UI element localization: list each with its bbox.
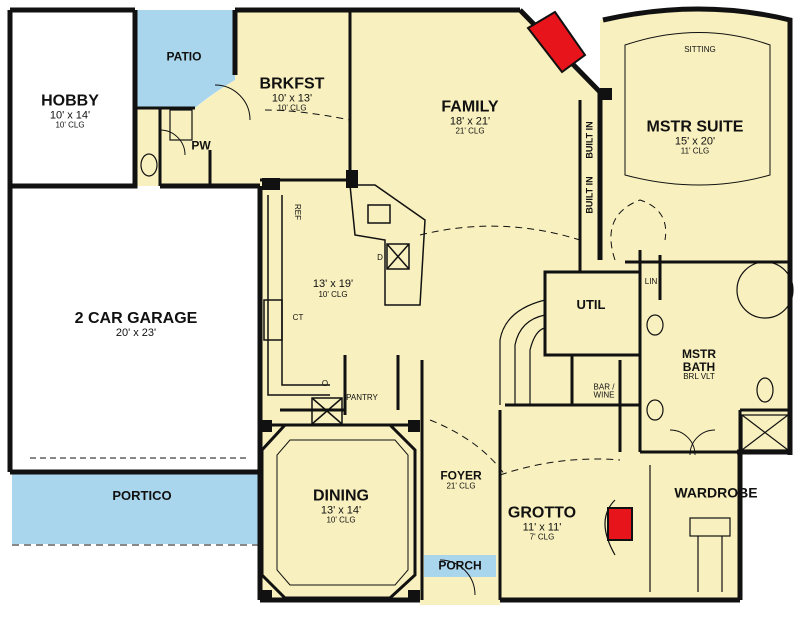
room-fills [10, 10, 790, 605]
grotto-label: GROTTO 11' x 11' 7' CLG [507, 504, 577, 543]
dining-clg: 10' CLG [326, 515, 356, 525]
family-name: FAMILY [441, 98, 499, 116]
sitting-bay [624, 32, 771, 186]
patio-label: PATIO [166, 49, 202, 64]
sitting-label: SITTING [684, 44, 716, 54]
family-label: FAMILY 18' x 21' 21' CLG [441, 98, 499, 137]
interior-walls [135, 10, 790, 600]
mstr-bath-name2: BATH [682, 359, 716, 374]
dishwasher-label: D [377, 252, 383, 262]
portico-area [12, 472, 258, 544]
fireplaces [526, 10, 633, 541]
grotto-fireplace [607, 507, 633, 541]
kitchen-label: 13' x 19' 10' CLG [312, 278, 354, 299]
hobby-dim: 10' x 14' [49, 109, 91, 122]
wardrobe-island [649, 465, 731, 592]
bar-wine-label: BAR / WINE [593, 382, 615, 401]
stairs [499, 299, 546, 470]
porch-label: PORCH [438, 558, 482, 573]
kitchen-counters [263, 184, 426, 425]
mstr-bath-name1: MSTR [682, 347, 716, 362]
hobby-area [10, 10, 135, 186]
brkfst-clg: 10' CLG [277, 103, 307, 113]
pantry-label: PANTRY [346, 392, 378, 402]
kitchen-clg: 10' CLG [318, 289, 348, 299]
brkfst-dim: 10' x 13' [271, 92, 313, 105]
family-dim: 18' x 21' [449, 115, 491, 128]
foyer-name: FOYER [440, 468, 482, 483]
dining-name: DINING [313, 487, 369, 505]
pw-label: PW [191, 138, 211, 153]
cooktop-label: CT [292, 312, 304, 322]
foyer-label: FOYER 21' CLG [440, 468, 482, 491]
linen-label: LIN [644, 276, 658, 286]
mstr-suite-clg: 11' CLG [680, 146, 710, 156]
mstr-suite-name: MSTR SUITE [646, 118, 744, 136]
dining-label: DINING 13' x 14' 10' CLG [313, 487, 369, 526]
grotto-alcove [604, 499, 616, 556]
grotto-clg: 7' CLG [529, 532, 555, 542]
garage-dim: 20' x 23' [115, 326, 157, 339]
wardrobe-label: WARDROBE [674, 484, 758, 501]
util-area [545, 272, 637, 352]
dining-dim: 13' x 14' [320, 504, 362, 517]
bar-line1: BAR / [593, 382, 615, 392]
oven-label: O [321, 378, 329, 388]
built-in-label-2: BUILT IN [584, 176, 595, 214]
hobby-name: HOBBY [41, 92, 99, 110]
garage-label: 2 CAR GARAGE 20' x 23' [74, 309, 198, 339]
family-fireplace [526, 10, 587, 74]
garage-area [10, 186, 260, 472]
mstr-suite-dim: 15' x 20' [674, 135, 716, 148]
brkfst-label: BRKFST 10' x 13' 10' CLG [259, 75, 325, 114]
bar-line2: WINE [593, 391, 615, 400]
main-house-area [135, 10, 790, 605]
patio-area [135, 10, 235, 108]
hobby-clg: 10' CLG [55, 120, 85, 130]
portico-label: PORTICO [112, 488, 172, 504]
family-clg: 21' CLG [455, 126, 485, 136]
garage-name: 2 CAR GARAGE [74, 309, 198, 327]
mstr-suite-label: MSTR SUITE 15' x 20' 11' CLG [646, 118, 744, 157]
posts [260, 88, 612, 602]
mstr-bath-label: MSTR BATH BRL VLT [682, 348, 716, 382]
foyer-clg: 21' CLG [446, 481, 476, 491]
mstr-bath-sub: BRL VLT [683, 372, 715, 382]
grotto-name: GROTTO [507, 504, 577, 522]
util-label: UTIL [576, 297, 606, 313]
door-swings [159, 84, 716, 596]
grotto-dim: 11' x 11' [522, 521, 562, 534]
ref-label: REF [293, 204, 303, 220]
brkfst-name: BRKFST [259, 75, 325, 93]
ceiling-lines [12, 100, 667, 546]
built-in-label-1: BUILT IN [584, 121, 595, 159]
hobby-label: HOBBY 10' x 14' 10' CLG [41, 92, 99, 131]
bath-fixtures [140, 109, 794, 451]
dining-room-walls [260, 423, 417, 600]
kitchen-dim: 13' x 19' [312, 278, 354, 291]
